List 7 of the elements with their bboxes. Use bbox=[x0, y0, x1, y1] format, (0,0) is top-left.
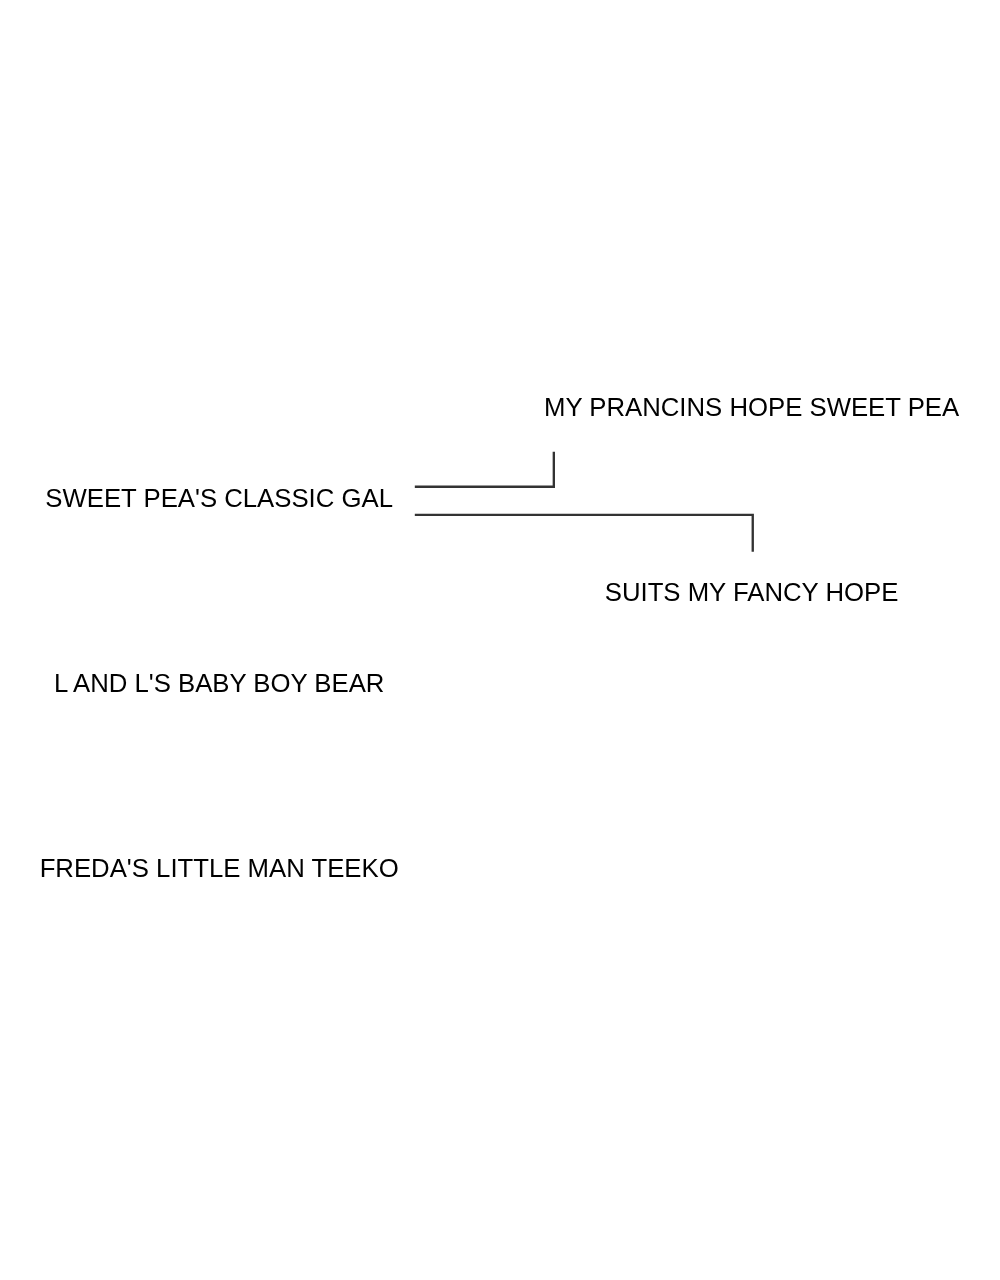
connector bbox=[414, 451, 555, 488]
node-text: SWEET PEA'S CLASSIC GAL bbox=[45, 484, 394, 513]
connector bbox=[414, 513, 754, 552]
node-text: FREDA'S LITTLE MAN TEEKO bbox=[39, 854, 399, 883]
node-text: MY PRANCINS HOPE SWEET PEA bbox=[543, 393, 960, 422]
node-text: SUITS MY FANCY HOPE bbox=[604, 577, 899, 606]
node-text: L AND L'S BABY BOY BEAR bbox=[53, 669, 385, 698]
